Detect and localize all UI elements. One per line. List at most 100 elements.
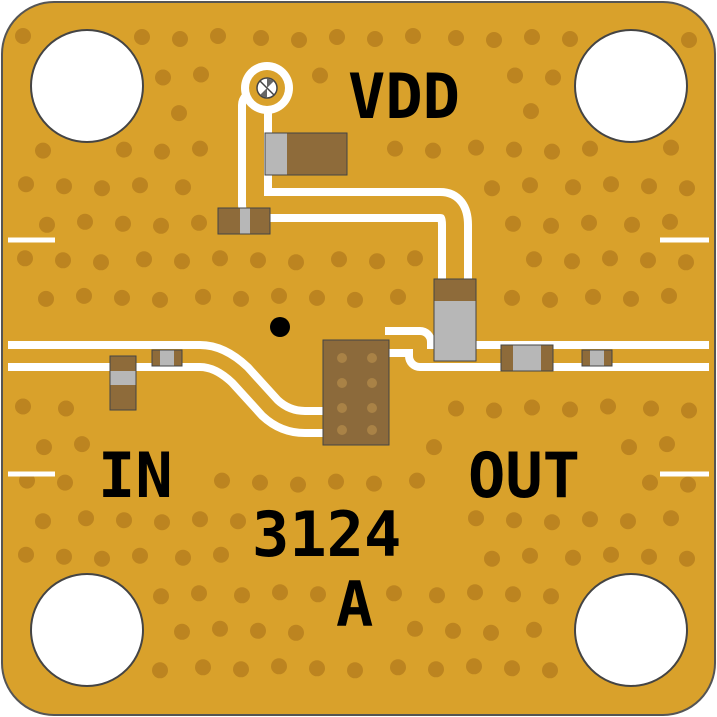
ground-via <box>484 180 500 197</box>
output-trace <box>385 335 709 363</box>
ground-via <box>603 546 619 563</box>
ground-via <box>366 475 382 492</box>
vdd-test-pad <box>241 62 293 114</box>
ground-via <box>467 584 483 601</box>
vdd-label: VDD <box>348 60 460 133</box>
ground-via <box>271 287 287 304</box>
mounting-hole-bottom-left <box>30 573 144 687</box>
ground-via <box>624 216 640 233</box>
ground-via <box>174 253 190 270</box>
ground-via <box>390 288 406 305</box>
ground-via <box>504 289 520 306</box>
ground-via <box>212 250 228 267</box>
ground-via <box>347 662 363 679</box>
ground-via <box>543 588 559 605</box>
components <box>109 132 613 446</box>
ground-via <box>429 587 445 604</box>
ground-via <box>19 472 35 489</box>
edge-marks <box>8 237 709 477</box>
ground-via <box>331 251 347 268</box>
ground-via <box>56 548 72 565</box>
ground-via <box>369 253 385 270</box>
ground-via <box>623 290 639 307</box>
ground-via <box>18 546 34 563</box>
ground-via <box>114 289 130 306</box>
ground-via <box>134 29 150 45</box>
ground-via <box>506 141 522 158</box>
ground-via <box>250 622 266 639</box>
mounting-holes <box>30 29 688 687</box>
ground-via <box>171 105 187 122</box>
ground-via <box>56 178 72 195</box>
ground-via <box>642 474 658 491</box>
ground-via <box>328 473 344 490</box>
ground-via <box>94 180 110 197</box>
ground-via <box>582 140 598 157</box>
ground-via <box>407 250 423 267</box>
ground-via <box>524 399 540 416</box>
ground-via <box>542 662 558 679</box>
ground-via <box>679 550 695 567</box>
ground-via <box>524 29 540 45</box>
ground-via <box>390 659 406 676</box>
ground-via <box>35 513 51 530</box>
ground-via <box>523 103 539 120</box>
pin-one-marker <box>270 317 290 337</box>
ground-via <box>191 585 207 602</box>
ground-via <box>661 287 677 304</box>
ground-via <box>17 250 33 267</box>
ground-via <box>210 28 226 44</box>
ground-via <box>562 31 578 47</box>
mounting-hole-bottom-right <box>574 573 688 687</box>
ground-via <box>504 660 520 677</box>
ground-via <box>155 69 171 86</box>
ground-via <box>600 398 616 415</box>
ground-via <box>448 30 464 46</box>
ground-via <box>74 436 90 453</box>
ground-via <box>679 180 695 197</box>
ground-via <box>212 620 228 637</box>
ground-via <box>585 288 601 305</box>
ground-via <box>288 624 304 641</box>
input-label: IN <box>98 439 173 512</box>
ground-via <box>428 661 444 678</box>
ground-via <box>641 178 657 195</box>
ground-via <box>191 214 207 231</box>
ground-via <box>545 69 561 86</box>
ground-via <box>662 213 678 230</box>
ground-via <box>172 31 188 47</box>
ground-via <box>175 549 191 566</box>
ground-via <box>136 251 152 268</box>
ground-via <box>681 32 697 48</box>
ground-via <box>250 252 266 269</box>
ground-via-array <box>15 28 697 679</box>
ground-via <box>329 29 345 45</box>
revision-label: A <box>336 568 373 641</box>
ground-via <box>367 31 383 47</box>
ground-via <box>643 400 659 417</box>
ground-via <box>253 30 269 46</box>
part-number-label: 3124 <box>252 498 401 571</box>
ground-via <box>522 547 538 564</box>
ground-via <box>252 474 268 491</box>
ground-via <box>58 400 74 417</box>
ground-via <box>271 658 287 675</box>
ground-via <box>562 401 578 418</box>
ground-via <box>76 287 92 304</box>
ground-via <box>468 139 484 156</box>
ground-via <box>663 510 679 527</box>
copper-traces <box>8 96 709 429</box>
ground-via <box>621 439 637 456</box>
ground-via <box>39 216 55 233</box>
ground-via <box>641 548 657 565</box>
ground-via <box>116 141 132 158</box>
ground-via <box>310 586 326 603</box>
ground-via <box>347 291 363 308</box>
ground-via <box>505 215 521 232</box>
ground-via <box>154 514 170 531</box>
ground-via <box>132 547 148 564</box>
ground-via <box>466 658 482 675</box>
input-trace <box>8 349 330 429</box>
ground-via <box>55 252 71 269</box>
ground-via <box>407 620 423 637</box>
